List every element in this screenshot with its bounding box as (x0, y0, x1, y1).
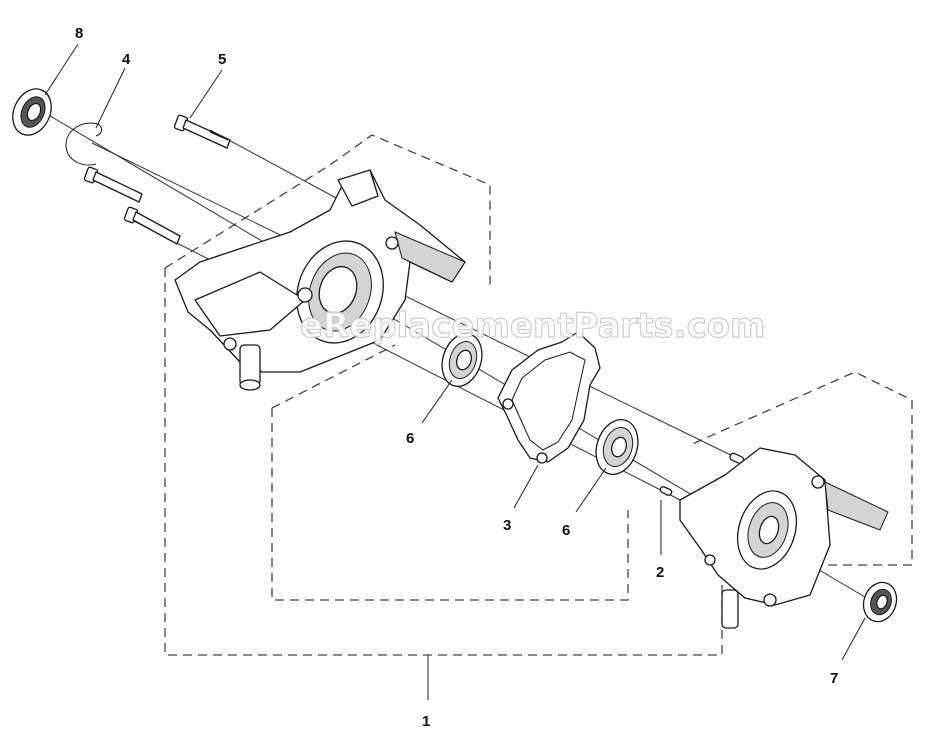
callout-1: 1 (422, 713, 430, 730)
watermark-text: eReplacementParts.com (300, 306, 765, 346)
callout-7: 7 (830, 670, 838, 687)
callout-2: 2 (656, 564, 664, 581)
gasket (497, 331, 601, 464)
oil-seal-left (12, 88, 52, 136)
callout-8: 8 (75, 25, 83, 42)
bearing-left (441, 333, 483, 387)
callout-5: 5 (218, 51, 226, 68)
callout-6-left: 6 (406, 430, 414, 447)
screw-lower (123, 206, 181, 245)
screw-middle (83, 166, 143, 203)
screw-top (173, 114, 231, 149)
assembly-outline-inner (271, 344, 629, 601)
callout-labels: 8 4 5 6 3 6 2 7 1 (75, 25, 838, 730)
bearing-right (595, 419, 639, 475)
snap-ring (65, 122, 103, 166)
dowel-pin-lower (659, 486, 673, 496)
oil-seal-right (862, 581, 898, 623)
crankcase-left-half (174, 169, 466, 391)
crankcase-right-half (679, 447, 889, 629)
leader-lines (44, 43, 866, 700)
callout-4: 4 (122, 51, 131, 68)
callout-6-right: 6 (562, 522, 570, 539)
callout-3: 3 (503, 517, 511, 534)
